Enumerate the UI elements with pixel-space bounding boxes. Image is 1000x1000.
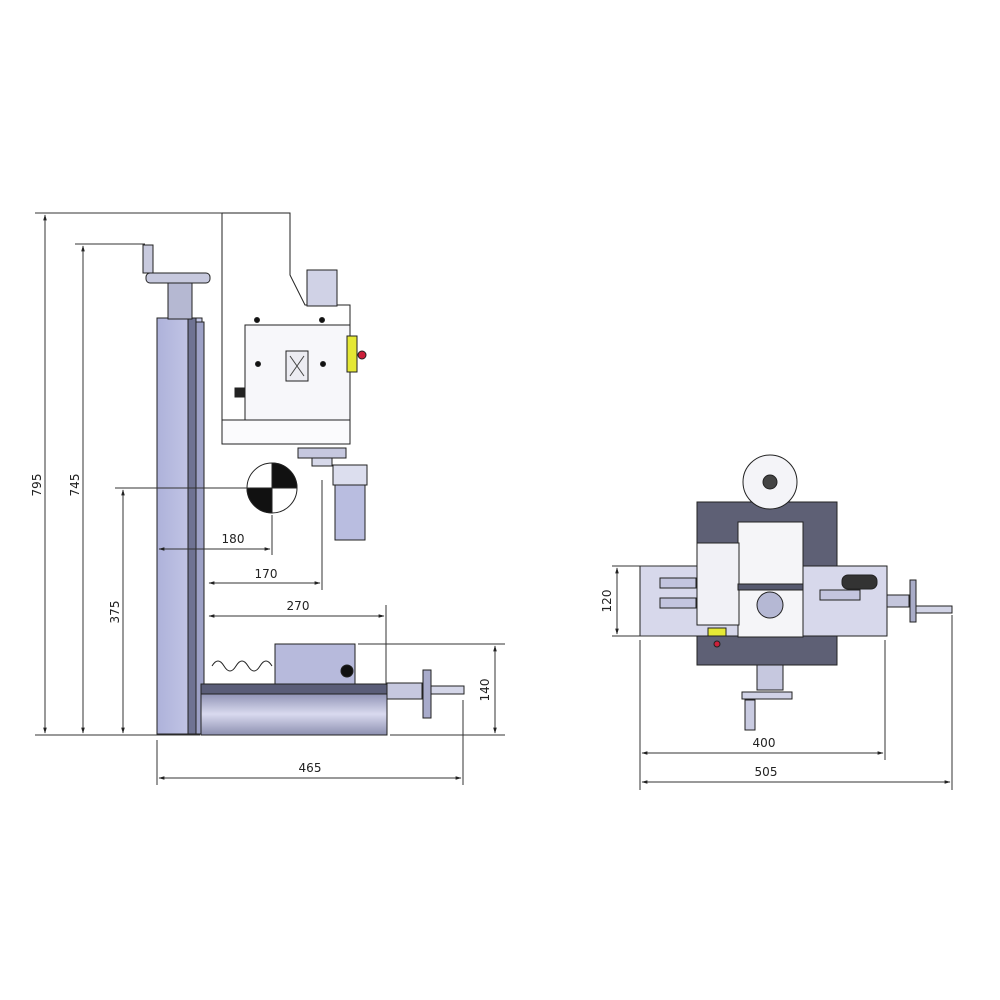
top-dimensions: [612, 565, 953, 790]
dim-spindle-to-table: 375: [108, 601, 122, 624]
dim-throat-270: 270: [287, 599, 310, 613]
dim-handwheel-height: 745: [68, 474, 82, 497]
center-of-gravity-icon: [246, 462, 298, 514]
switch-icon: [346, 335, 358, 373]
dim-table-height: 140: [478, 679, 492, 702]
dim-overall-width: 505: [755, 765, 778, 779]
dim-throat-180: 180: [222, 532, 245, 546]
side-view: [142, 212, 465, 736]
base: [200, 692, 388, 736]
dim-overall-height: 795: [30, 474, 44, 497]
dim-table-length: 400: [753, 736, 776, 750]
top-view: [639, 454, 953, 731]
head-block: [737, 521, 804, 638]
dim-table-depth: 120: [600, 590, 614, 613]
side-dimensions: [35, 212, 505, 785]
dim-throat-170: 170: [255, 567, 278, 581]
table-vise: [274, 643, 356, 685]
dim-base-length: 465: [299, 761, 322, 775]
